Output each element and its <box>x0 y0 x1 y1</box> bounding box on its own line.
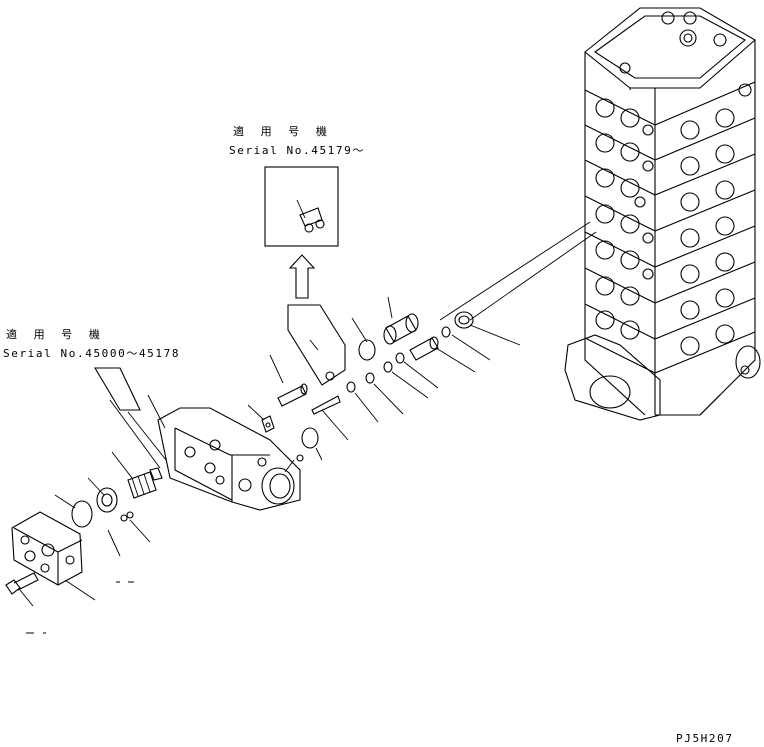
control-valve-assembly <box>564 7 761 421</box>
spool-section-body <box>157 407 301 511</box>
o-ring-small-2 <box>126 511 134 519</box>
o-ring-large <box>71 500 93 528</box>
lower-applicability-title: 適 用 号 機 <box>6 328 105 341</box>
up-arrow-icon <box>288 254 316 299</box>
valve-ports <box>595 83 752 375</box>
upper-replacement-bracket <box>287 304 346 386</box>
spring-seat <box>96 487 118 513</box>
plug <box>261 415 275 433</box>
cover-plate <box>11 511 83 586</box>
leader-lines <box>19 296 521 607</box>
spacer <box>149 467 163 481</box>
upper-detail-box <box>264 166 339 247</box>
upper-applicability-serial: Serial No.45179～ <box>229 144 365 157</box>
upper-applicability-title: 適 用 号 機 <box>233 125 332 138</box>
o-ring-small-1 <box>120 514 128 522</box>
small-parts <box>261 311 474 462</box>
drawing-code: PJ5H207 <box>676 732 734 745</box>
spring <box>127 471 157 499</box>
section-leader-line-2 <box>469 231 597 321</box>
lower-replacement-bracket <box>94 367 141 411</box>
bolt <box>5 572 39 595</box>
section-leader-line <box>439 221 591 321</box>
lower-applicability-serial: Serial No.45000～45178 <box>3 347 181 360</box>
